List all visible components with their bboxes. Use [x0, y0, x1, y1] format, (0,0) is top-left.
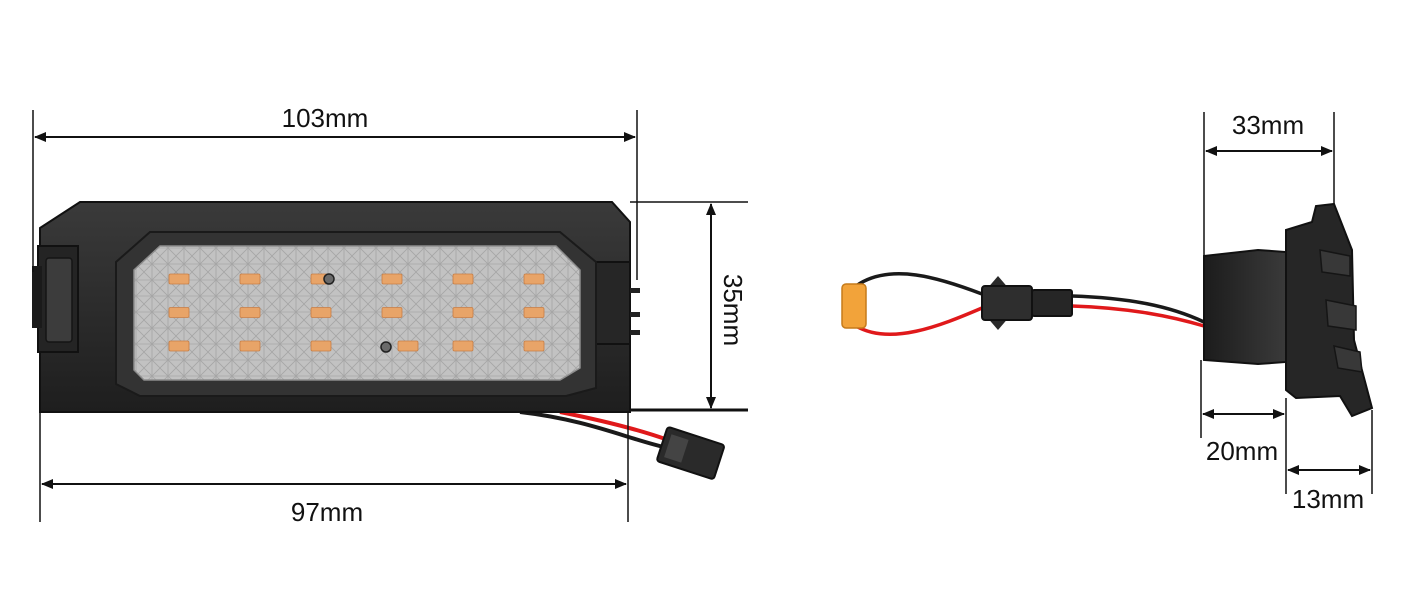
- led-chip: [452, 340, 474, 352]
- led-chip: [310, 307, 332, 318]
- led-chip: [168, 340, 190, 352]
- side-wire-black-main: [1071, 294, 1205, 324]
- side-wire-red-main: [1071, 304, 1205, 328]
- left-clip: [32, 245, 79, 353]
- led-array: [168, 273, 545, 352]
- led-chip: [239, 273, 261, 285]
- led-chip: [310, 340, 332, 352]
- resistor: [841, 283, 867, 329]
- led-chip: [168, 307, 190, 318]
- led-chip: [452, 273, 474, 285]
- screw-bottom: [380, 341, 392, 353]
- side-base: [1203, 248, 1287, 366]
- side-flange-rib-1: [1319, 249, 1351, 277]
- front-wire-black: [519, 410, 669, 450]
- screw-top: [323, 273, 335, 285]
- led-chip: [239, 340, 261, 352]
- led-chip: [381, 307, 403, 318]
- right-clip: [595, 261, 640, 345]
- side-flange-rib-3: [1333, 345, 1363, 373]
- led-chip: [381, 273, 403, 285]
- led-chip: [523, 273, 545, 285]
- led-chip: [397, 340, 419, 352]
- dim-overall-label: 103mm: [282, 103, 369, 133]
- dim-flange-label: 13mm: [1292, 484, 1364, 514]
- led-chip: [523, 340, 545, 352]
- front-view: 103mm 97mm 35mm: [32, 103, 748, 527]
- dim-height-label: 35mm: [718, 274, 748, 346]
- side-connector: [981, 276, 1073, 330]
- side-view: 33mm 20mm 13mm: [841, 110, 1374, 514]
- dim-depth-label: 33mm: [1232, 110, 1304, 140]
- dim-body-label: 97mm: [291, 497, 363, 527]
- led-chip: [239, 307, 261, 318]
- front-connector: [656, 426, 725, 480]
- led-chip: [523, 307, 545, 318]
- dim-base-label: 20mm: [1206, 436, 1278, 466]
- front-wire-red: [559, 410, 669, 442]
- led-chip: [452, 307, 474, 318]
- side-wire-black-loop: [854, 272, 983, 296]
- lens: [133, 245, 581, 381]
- side-flange-rib-2: [1325, 299, 1357, 331]
- side-wire-red-loop: [855, 306, 983, 336]
- led-chip: [168, 273, 190, 285]
